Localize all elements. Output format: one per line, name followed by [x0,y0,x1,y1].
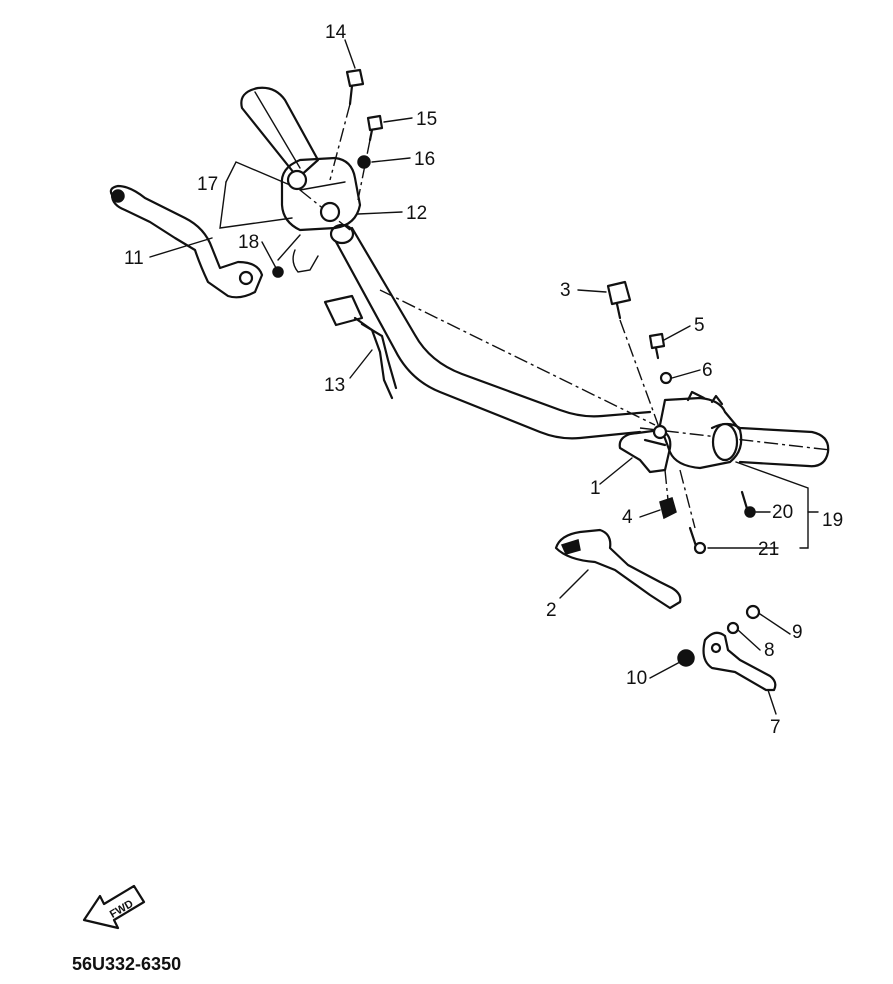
part-label-6: 6 [702,360,713,381]
part-label-14: 14 [325,22,347,43]
part-label-16: 16 [414,149,435,170]
part-label-4: 4 [622,507,633,528]
part-label-20: 20 [772,502,793,523]
choke-lever [702,631,777,692]
part-label-21: 21 [758,539,779,560]
part-label-13: 13 [324,375,345,396]
part-label-10: 10 [626,668,647,689]
part-label-11: 11 [124,248,144,269]
part-label-17: 17 [197,174,218,195]
clutch-switch [292,249,398,400]
part-label-3: 3 [560,280,571,301]
right-grip-switch [658,390,830,470]
part-label-18: 18 [238,232,259,253]
part-label-7: 7 [770,717,781,738]
forward-arrow-icon: FWD [82,884,146,930]
diagram-code: 56U332-6350 [72,954,181,974]
left-grip [240,86,320,180]
part-label-15: 15 [416,109,437,130]
left-lever-bracket [280,156,362,232]
leader-lines [149,39,819,715]
part-label-8: 8 [764,640,775,661]
brake-lever [554,528,682,610]
hardware [272,68,761,667]
part-label-2: 2 [546,600,557,621]
master-cylinder [618,424,672,474]
part-label-5: 5 [694,315,705,336]
part-label-1: 1 [590,478,601,499]
part-label-12: 12 [406,203,427,224]
part-label-19: 19 [822,510,843,531]
clutch-lever [109,184,264,299]
part-label-9: 9 [792,622,803,643]
handlebar [299,189,831,451]
